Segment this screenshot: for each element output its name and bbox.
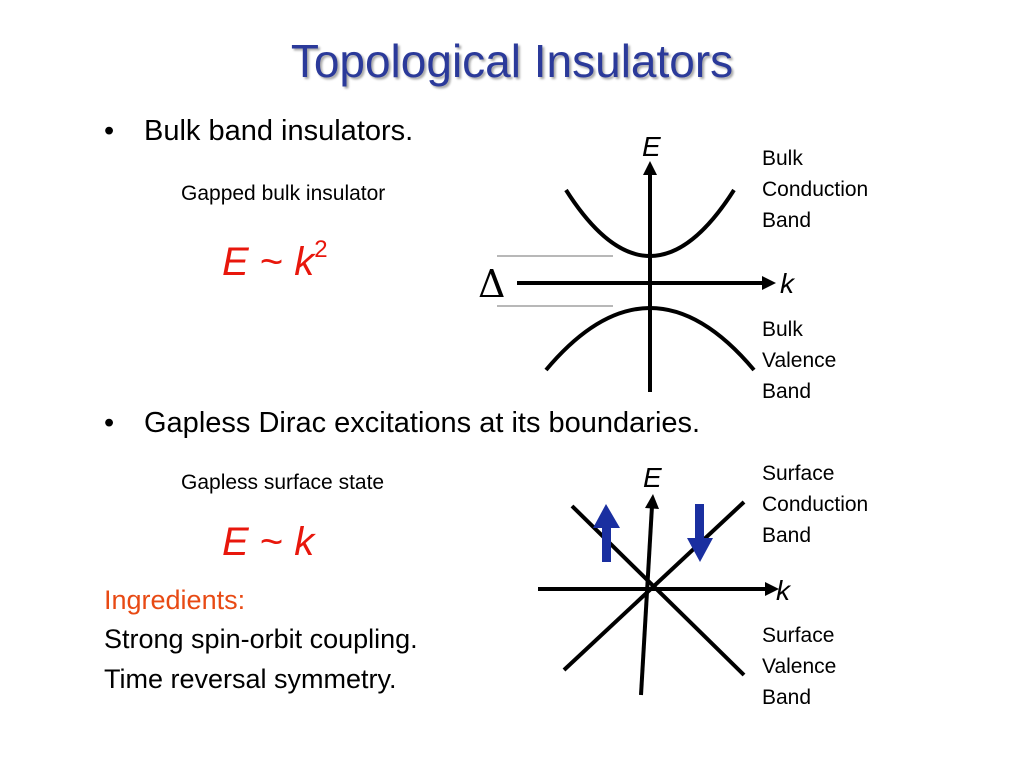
ingredient-time-reversal: Time reversal symmetry. — [104, 664, 397, 694]
bulk-band-diagram — [497, 161, 776, 392]
dirac-line-a — [570, 504, 746, 677]
formula-rhs: k — [294, 240, 315, 284]
dirac-line-b — [562, 500, 746, 672]
label-line: Surface — [762, 624, 835, 647]
label-line: Band — [762, 686, 812, 709]
d1-energy-axis-label: E — [642, 131, 661, 162]
label-line: Valence — [762, 349, 837, 372]
formula-lhs: E — [222, 240, 249, 284]
k-axis-arrowhead — [765, 582, 779, 596]
spin-down-arrow — [687, 504, 713, 562]
d2-momentum-axis-label: k — [776, 575, 790, 606]
valence-band-curve — [544, 306, 756, 372]
conduction-band-curve — [564, 188, 736, 258]
k-axis-arrowhead — [762, 276, 776, 290]
bullet-text: Bulk band insulators. — [144, 115, 414, 147]
label-line: Conduction — [762, 493, 869, 516]
bullet-bulk-insulators: • Bulk band insulators. — [104, 115, 413, 148]
formula-quadratic: E ~ k2 — [222, 236, 328, 285]
formula-lhs: E — [222, 520, 249, 564]
e-axis-arrowhead — [645, 494, 659, 509]
bullet-gapless-dirac: • Gapless Dirac excitations at its bounda… — [104, 407, 700, 440]
label-line: Surface — [762, 462, 835, 485]
bullet-text: Gapless Dirac excitations at its boundar… — [144, 407, 701, 439]
e-axis-arrowhead — [643, 161, 657, 175]
bulk-conduction-band-label: Bulk Conduction Band — [762, 143, 902, 236]
label-line: Bulk — [762, 147, 803, 170]
label-line: Bulk — [762, 318, 803, 341]
label-line: Conduction — [762, 178, 869, 201]
formula-op: ~ — [259, 240, 284, 284]
note-gapped-bulk: Gapped bulk insulator — [181, 182, 386, 205]
ingredient-spin-orbit: Strong spin-orbit coupling. — [104, 624, 418, 654]
gap-delta-symbol: Δ — [478, 262, 506, 306]
d1-momentum-axis-label: k — [780, 268, 794, 299]
slide-title: Topological Insulators — [290, 35, 734, 87]
bullet-marker: • — [104, 407, 115, 439]
surface-valence-band-label: Surface Valence Band — [762, 620, 902, 713]
label-line: Band — [762, 524, 812, 547]
label-line: Band — [762, 209, 812, 232]
ingredients-heading: Ingredients: — [104, 585, 246, 615]
d2-energy-axis-label: E — [643, 462, 662, 493]
surface-conduction-band-label: Surface Conduction Band — [762, 458, 902, 551]
bullet-marker: • — [104, 115, 115, 147]
formula-rhs: k — [294, 520, 315, 564]
surface-band-diagram — [538, 494, 779, 696]
formula-op: ~ — [259, 520, 284, 564]
spin-up-arrow — [593, 504, 620, 562]
bulk-valence-band-label: Bulk Valence Band — [762, 314, 902, 407]
label-line: Valence — [762, 655, 837, 678]
e-axis — [639, 505, 654, 696]
formula-exponent: 2 — [314, 236, 328, 263]
formula-linear: E ~ k — [222, 520, 314, 565]
note-gapless-surface: Gapless surface state — [181, 471, 385, 494]
label-line: Band — [762, 380, 812, 403]
